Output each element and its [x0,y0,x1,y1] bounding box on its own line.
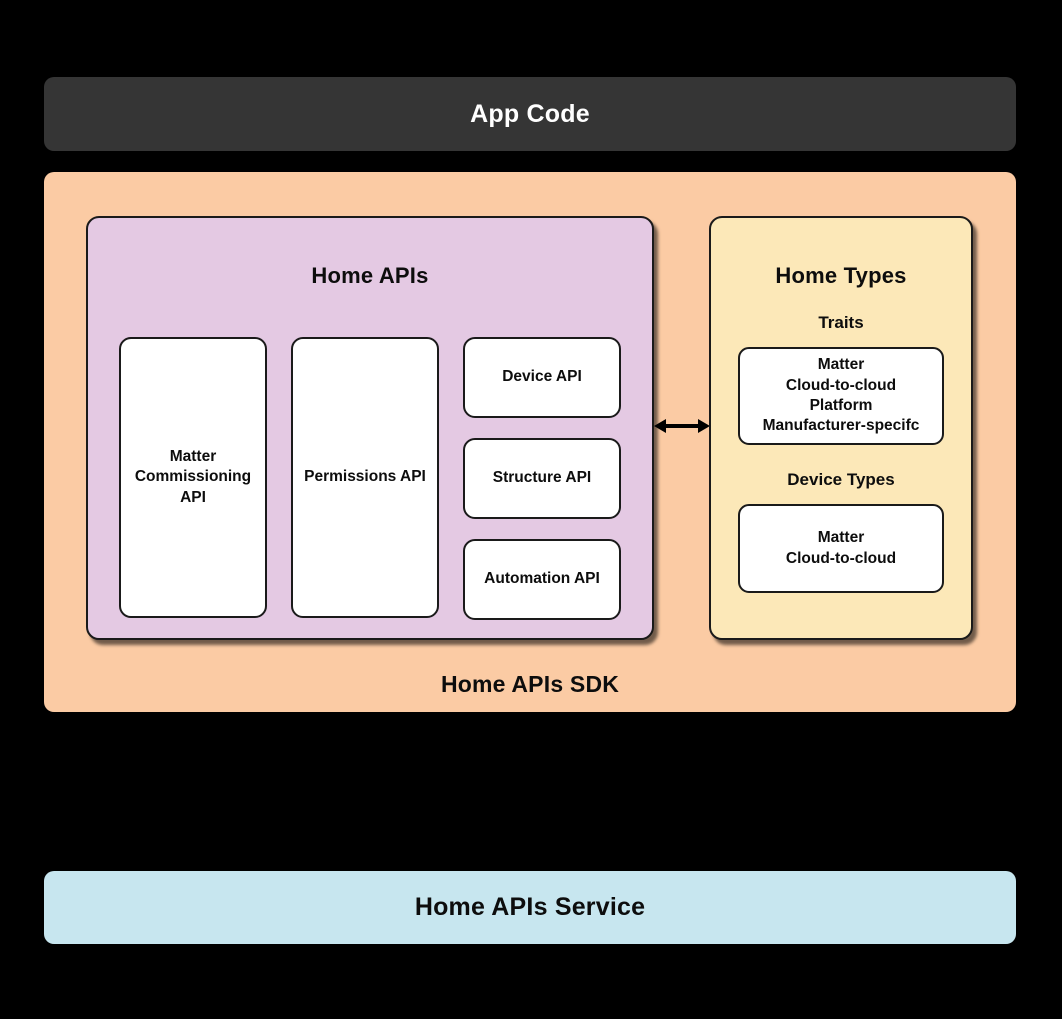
home-types-panel: Home Types Traits Matter Cloud-to-cloud … [709,216,973,640]
automation-api-card[interactable]: Automation API [463,539,621,620]
device-types-card[interactable]: Matter Cloud-to-cloud [738,504,944,593]
trait-item: Cloud-to-cloud [785,376,897,394]
app-code-layer: App Code [44,77,1016,151]
trait-item: Manufacturer-specifc [762,417,920,435]
device-type-item: Matter [817,529,865,547]
device-api-card[interactable]: Device API [463,337,621,418]
permissions-api-card[interactable]: Permissions API [291,337,439,618]
home-types-title: Home Types [775,263,907,288]
device-types-label: Device Types [787,470,895,489]
bidirectional-arrow-icon [654,415,710,437]
trait-item: Matter [817,356,865,374]
device-type-item: Cloud-to-cloud [785,549,897,567]
home-apis-service-layer: Home APIs Service [44,871,1016,944]
home-apis-service-label: Home APIs Service [414,893,646,921]
traits-card[interactable]: Matter Cloud-to-cloud Platform Manufactu… [738,347,944,445]
home-apis-sdk-label: Home APIs SDK [440,671,620,697]
traits-label: Traits [818,313,864,332]
app-code-label: App Code [470,99,590,128]
trait-item: Platform [809,397,873,414]
structure-api-card[interactable]: Structure API [463,438,621,519]
api-card-stack: Device API Structure API Automation API [463,337,621,620]
home-apis-title: Home APIs [311,263,429,288]
